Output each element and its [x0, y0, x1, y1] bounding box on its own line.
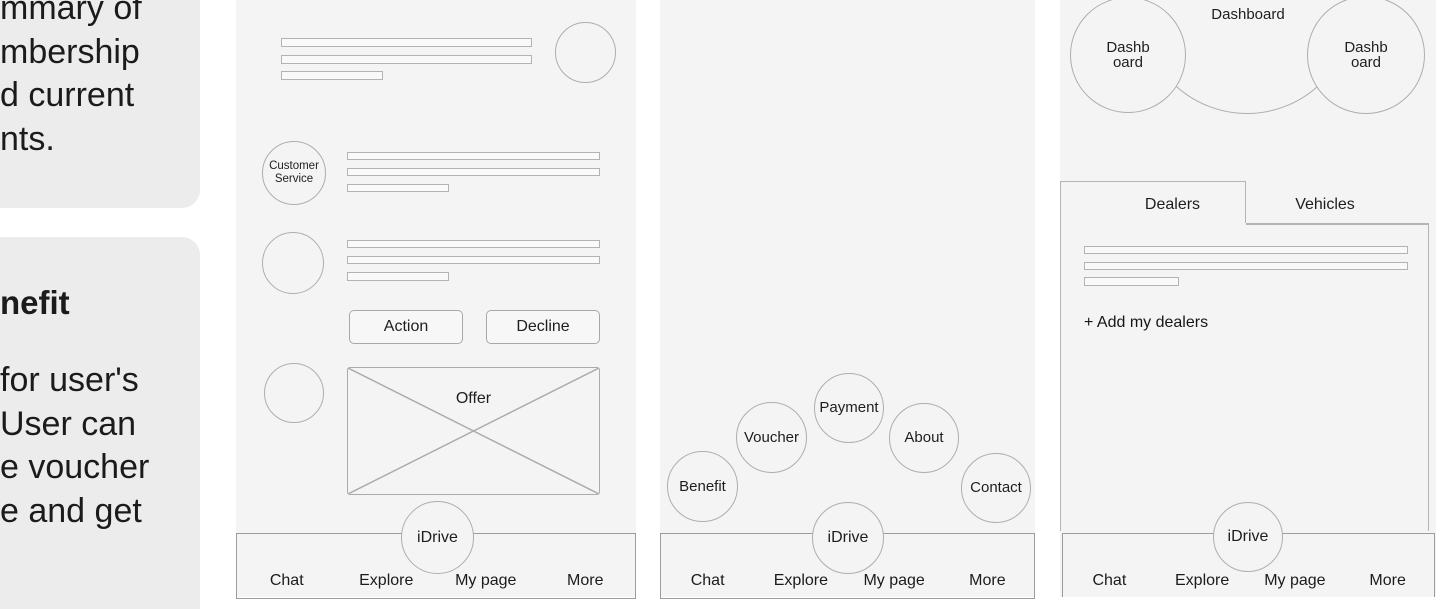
- bubble-voucher-label: Voucher: [743, 428, 800, 446]
- dashboard-bubble-right-label: Dashb oard: [1344, 38, 1388, 71]
- bubble-voucher[interactable]: Voucher: [736, 402, 807, 473]
- nav-item-explore[interactable]: Explore: [1175, 572, 1230, 589]
- idrive-label: iDrive: [827, 529, 869, 546]
- text-placeholder-bar: [347, 272, 449, 281]
- idrive-button[interactable]: iDrive: [812, 502, 884, 574]
- dashboard-bubble-left[interactable]: Dashb oard: [1070, 0, 1186, 113]
- nav-item-explore[interactable]: Explore: [359, 572, 414, 589]
- dashboard-title: Dashboard: [1211, 6, 1285, 23]
- customer-service-label: Customer Service: [269, 160, 319, 185]
- decline-button-label: Decline: [516, 318, 570, 335]
- idrive-button[interactable]: iDrive: [401, 501, 474, 574]
- bubble-contact[interactable]: Contact: [961, 453, 1031, 523]
- benefit-note-heading: nefit: [0, 284, 70, 321]
- bubble-benefit-label: Benefit: [679, 477, 726, 495]
- nav-item-chat[interactable]: Chat: [1092, 572, 1127, 589]
- text-placeholder-bar: [347, 152, 600, 160]
- bubble-contact-label: Contact: [970, 479, 1022, 496]
- nav-item-more[interactable]: More: [969, 572, 1006, 589]
- decline-button[interactable]: Decline: [486, 310, 600, 344]
- action-button-label: Action: [383, 318, 429, 335]
- text-placeholder-bar: [347, 240, 600, 248]
- bubble-payment[interactable]: Payment: [814, 373, 884, 443]
- idrive-label: iDrive: [1227, 528, 1269, 545]
- text-placeholder-bar: [1084, 262, 1408, 270]
- dashboard-screen-frame: Dashb oard Dashb oard Dashboard Dealers …: [1060, 0, 1436, 597]
- tab-vehicles-label[interactable]: Vehicles: [1295, 196, 1355, 213]
- tab-dealers-label[interactable]: Dealers: [1144, 196, 1201, 213]
- bubble-about-label: About: [904, 429, 944, 446]
- nav-item-chat[interactable]: Chat: [269, 572, 304, 589]
- tab-content-panel: [1060, 223, 1429, 531]
- summary-note-text: mmary of mbership d current nts.: [0, 0, 142, 158]
- menu-screen-frame: Benefit Voucher Payment About Contact Ch…: [660, 0, 1035, 599]
- text-placeholder-bar: [281, 55, 532, 64]
- text-placeholder-bar: [347, 256, 600, 264]
- action-button[interactable]: Action: [349, 310, 463, 344]
- idrive-label: iDrive: [417, 528, 458, 546]
- nav-item-chat[interactable]: Chat: [690, 572, 725, 589]
- summary-sticky-note: mmary of mbership d current nts.: [0, 0, 200, 208]
- text-placeholder-bar: [1084, 277, 1179, 286]
- text-placeholder-bar: [1084, 246, 1408, 254]
- nav-item-explore[interactable]: Explore: [773, 572, 828, 589]
- nav-item-more[interactable]: More: [1369, 572, 1406, 589]
- text-placeholder-bar: [347, 168, 600, 176]
- nav-item-my-page[interactable]: My page: [1264, 572, 1326, 589]
- offer-image-placeholder[interactable]: Offer: [347, 367, 600, 495]
- idrive-button[interactable]: iDrive: [1213, 502, 1283, 572]
- text-placeholder-bar: [281, 71, 383, 80]
- membership-screen-frame: Customer Service Action Decline Offer Ch…: [236, 0, 636, 599]
- add-dealers-link[interactable]: + Add my dealers: [1084, 314, 1209, 331]
- bottom-nav: Chat Explore My page More: [1062, 533, 1435, 597]
- bubble-about[interactable]: About: [889, 403, 959, 473]
- benefit-note-body: for user's User can e voucher e and get: [0, 361, 150, 530]
- bubble-payment-label: Payment: [819, 399, 879, 416]
- text-placeholder-bar: [281, 38, 532, 47]
- nav-item-my-page[interactable]: My page: [863, 572, 925, 589]
- tab-strip-line: [1246, 223, 1429, 225]
- customer-service-bubble[interactable]: Customer Service: [262, 141, 326, 205]
- dashboard-bubble-right[interactable]: Dashb oard: [1307, 0, 1425, 114]
- bubble-benefit[interactable]: Benefit: [667, 451, 738, 522]
- nav-item-more[interactable]: More: [567, 572, 604, 589]
- text-placeholder-bar: [347, 184, 449, 192]
- benefit-sticky-note: nefit for user's User can e voucher e an…: [0, 237, 200, 609]
- nav-item-my-page[interactable]: My page: [455, 572, 517, 589]
- dashboard-bubble-left-label: Dashb oard: [1106, 38, 1150, 71]
- image-placeholder-cross-icon: [348, 368, 599, 494]
- avatar-circle: [555, 22, 616, 83]
- avatar-circle: [264, 363, 324, 423]
- avatar-circle: [262, 232, 324, 294]
- tab-dealers[interactable]: [1060, 181, 1246, 223]
- offer-label: Offer: [455, 390, 492, 407]
